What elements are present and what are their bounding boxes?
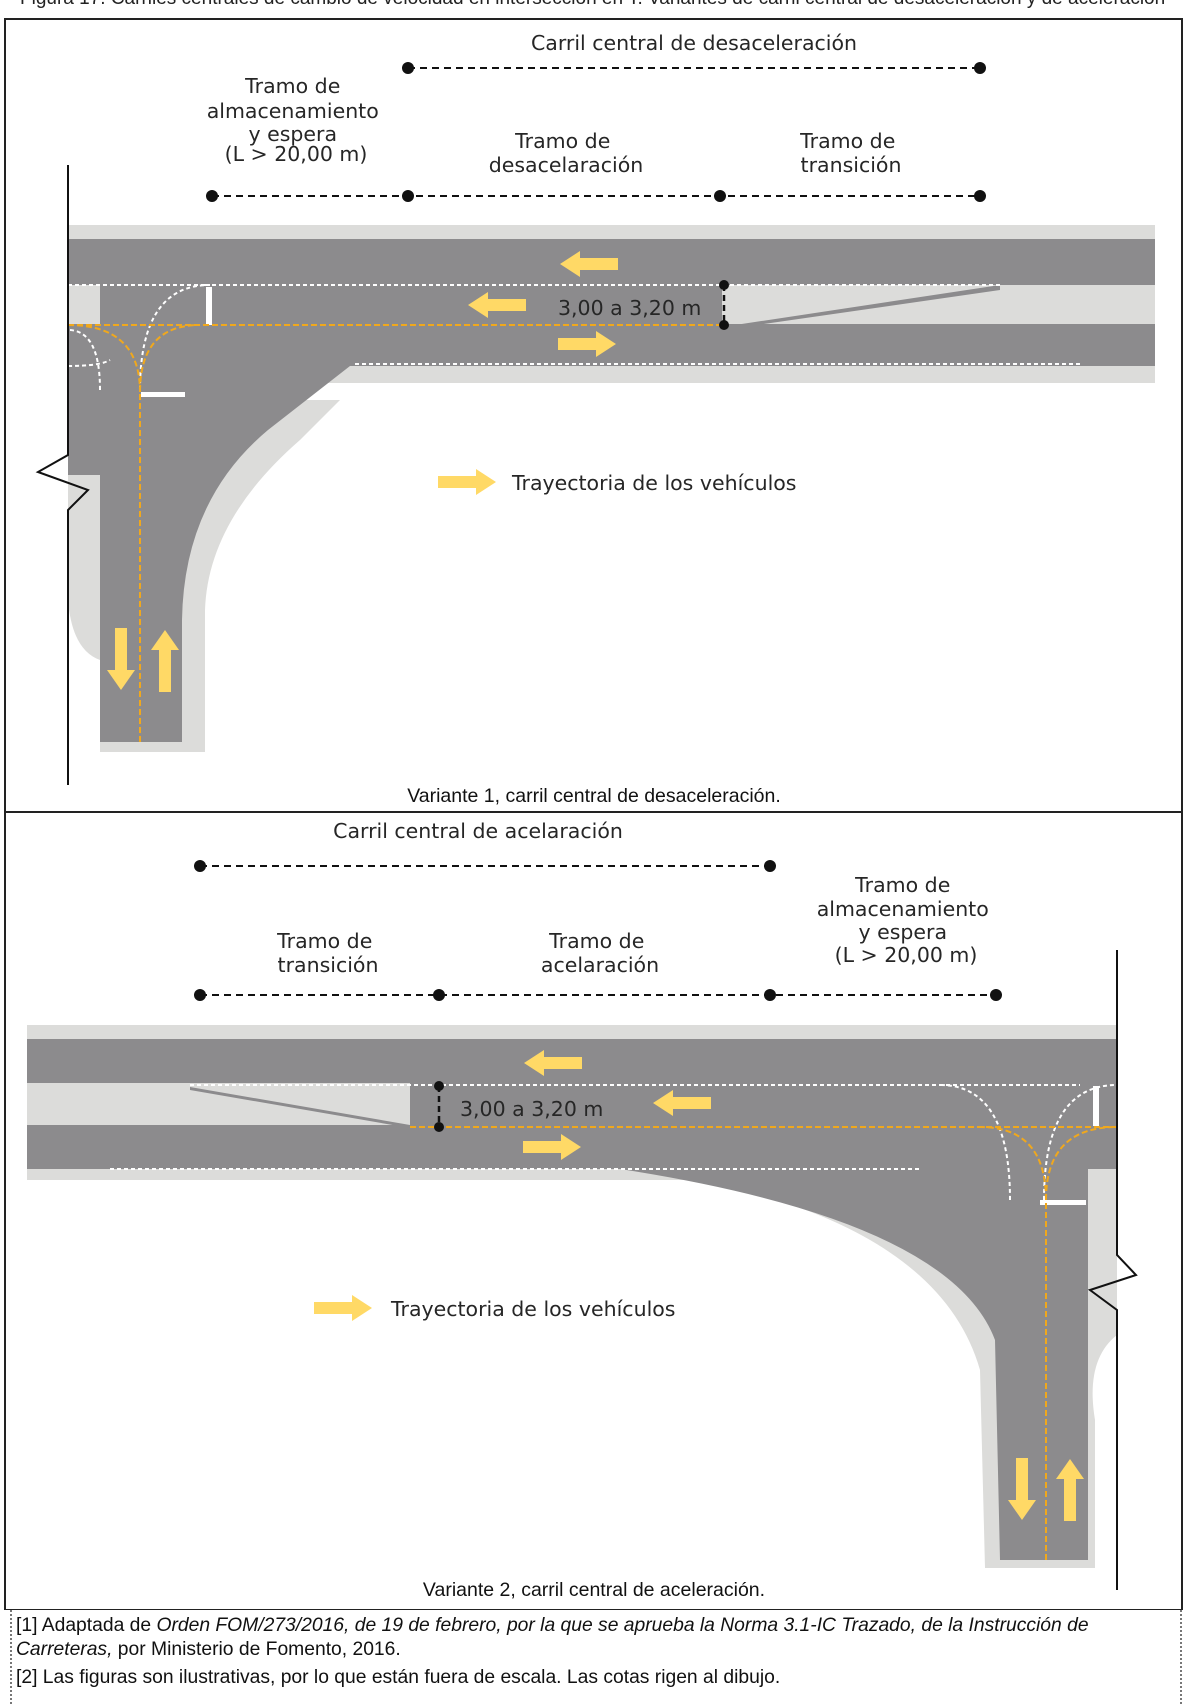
- v2-caption: Variante 2, carril central de aceleració…: [423, 1579, 765, 1601]
- variant1-diagram: Carril central de desaceleración Tramo d…: [35, 31, 1155, 807]
- v2-arrow-up: [1056, 1459, 1084, 1521]
- figure-caption-header: Figura 17. Carriles centrales de cambio …: [0, 0, 1187, 18]
- v2-storage-label: Tramo de almacenamiento y espera (L > 20…: [817, 873, 996, 967]
- notes-box: [1] Adaptada de Orden FOM/273/2016, de 1…: [10, 1610, 1182, 1704]
- figure-caption-text: Figura 17. Carriles centrales de cambio …: [20, 0, 1165, 10]
- v1-arrow-up: [151, 630, 179, 692]
- v2-stop-line: [1093, 1086, 1099, 1126]
- v2-legend-text: Trayectoria de los vehículos: [390, 1297, 676, 1321]
- variant2-frame: [4, 811, 1183, 1610]
- v2-accel-label: Tramo de acelaración: [541, 929, 659, 977]
- v2-transition-label: Tramo de transición: [276, 929, 379, 977]
- v1-center-lane: [100, 285, 722, 327]
- note-1: [1] Adaptada de Orden FOM/273/2016, de 1…: [16, 1615, 1089, 1660]
- intersection-diagrams: Carril central de desaceleración Tramo d…: [4, 18, 1183, 1610]
- v2-legend-arrow: [314, 1295, 372, 1321]
- note-2: [2] Las figuras son ilustrativas, por lo…: [16, 1667, 781, 1688]
- v1-legend-arrow: [438, 469, 496, 495]
- v2-arrow-down: [1008, 1458, 1036, 1520]
- v2-lane-width-label: 3,00 a 3,20 m: [460, 1097, 603, 1121]
- v1-caption: Variante 1, carril central de desacelera…: [407, 785, 781, 807]
- v1-transition-label: Tramo de transición: [799, 129, 902, 177]
- v2-side-road: [620, 1169, 1088, 1560]
- v1-arrow-down: [107, 628, 135, 690]
- v2-span-top-label: Carril central de acelaración: [333, 819, 623, 843]
- v1-stop-line: [206, 287, 212, 325]
- v1-legend-text: Trayectoria de los vehículos: [511, 471, 797, 495]
- v1-span-top-label: Carril central de desaceleración: [531, 31, 857, 55]
- v2-center-lane: [410, 1083, 1117, 1128]
- v1-decel-label: Tramo de desacelaración: [489, 129, 644, 177]
- v2-road-edge-break: [1087, 950, 1138, 1590]
- v1-lane-width-label: 3,00 a 3,20 m: [558, 296, 701, 320]
- v1-storage-label: Tramo de almacenamiento y espera (L > 20…: [207, 74, 386, 166]
- v1-road-edge-break: [35, 165, 90, 785]
- note-1-citation: Orden FOM/273/2016, de 19 de febrero, po…: [16, 1615, 1089, 1660]
- variant2-diagram: Carril central de acelaración Tramo de t…: [27, 819, 1138, 1601]
